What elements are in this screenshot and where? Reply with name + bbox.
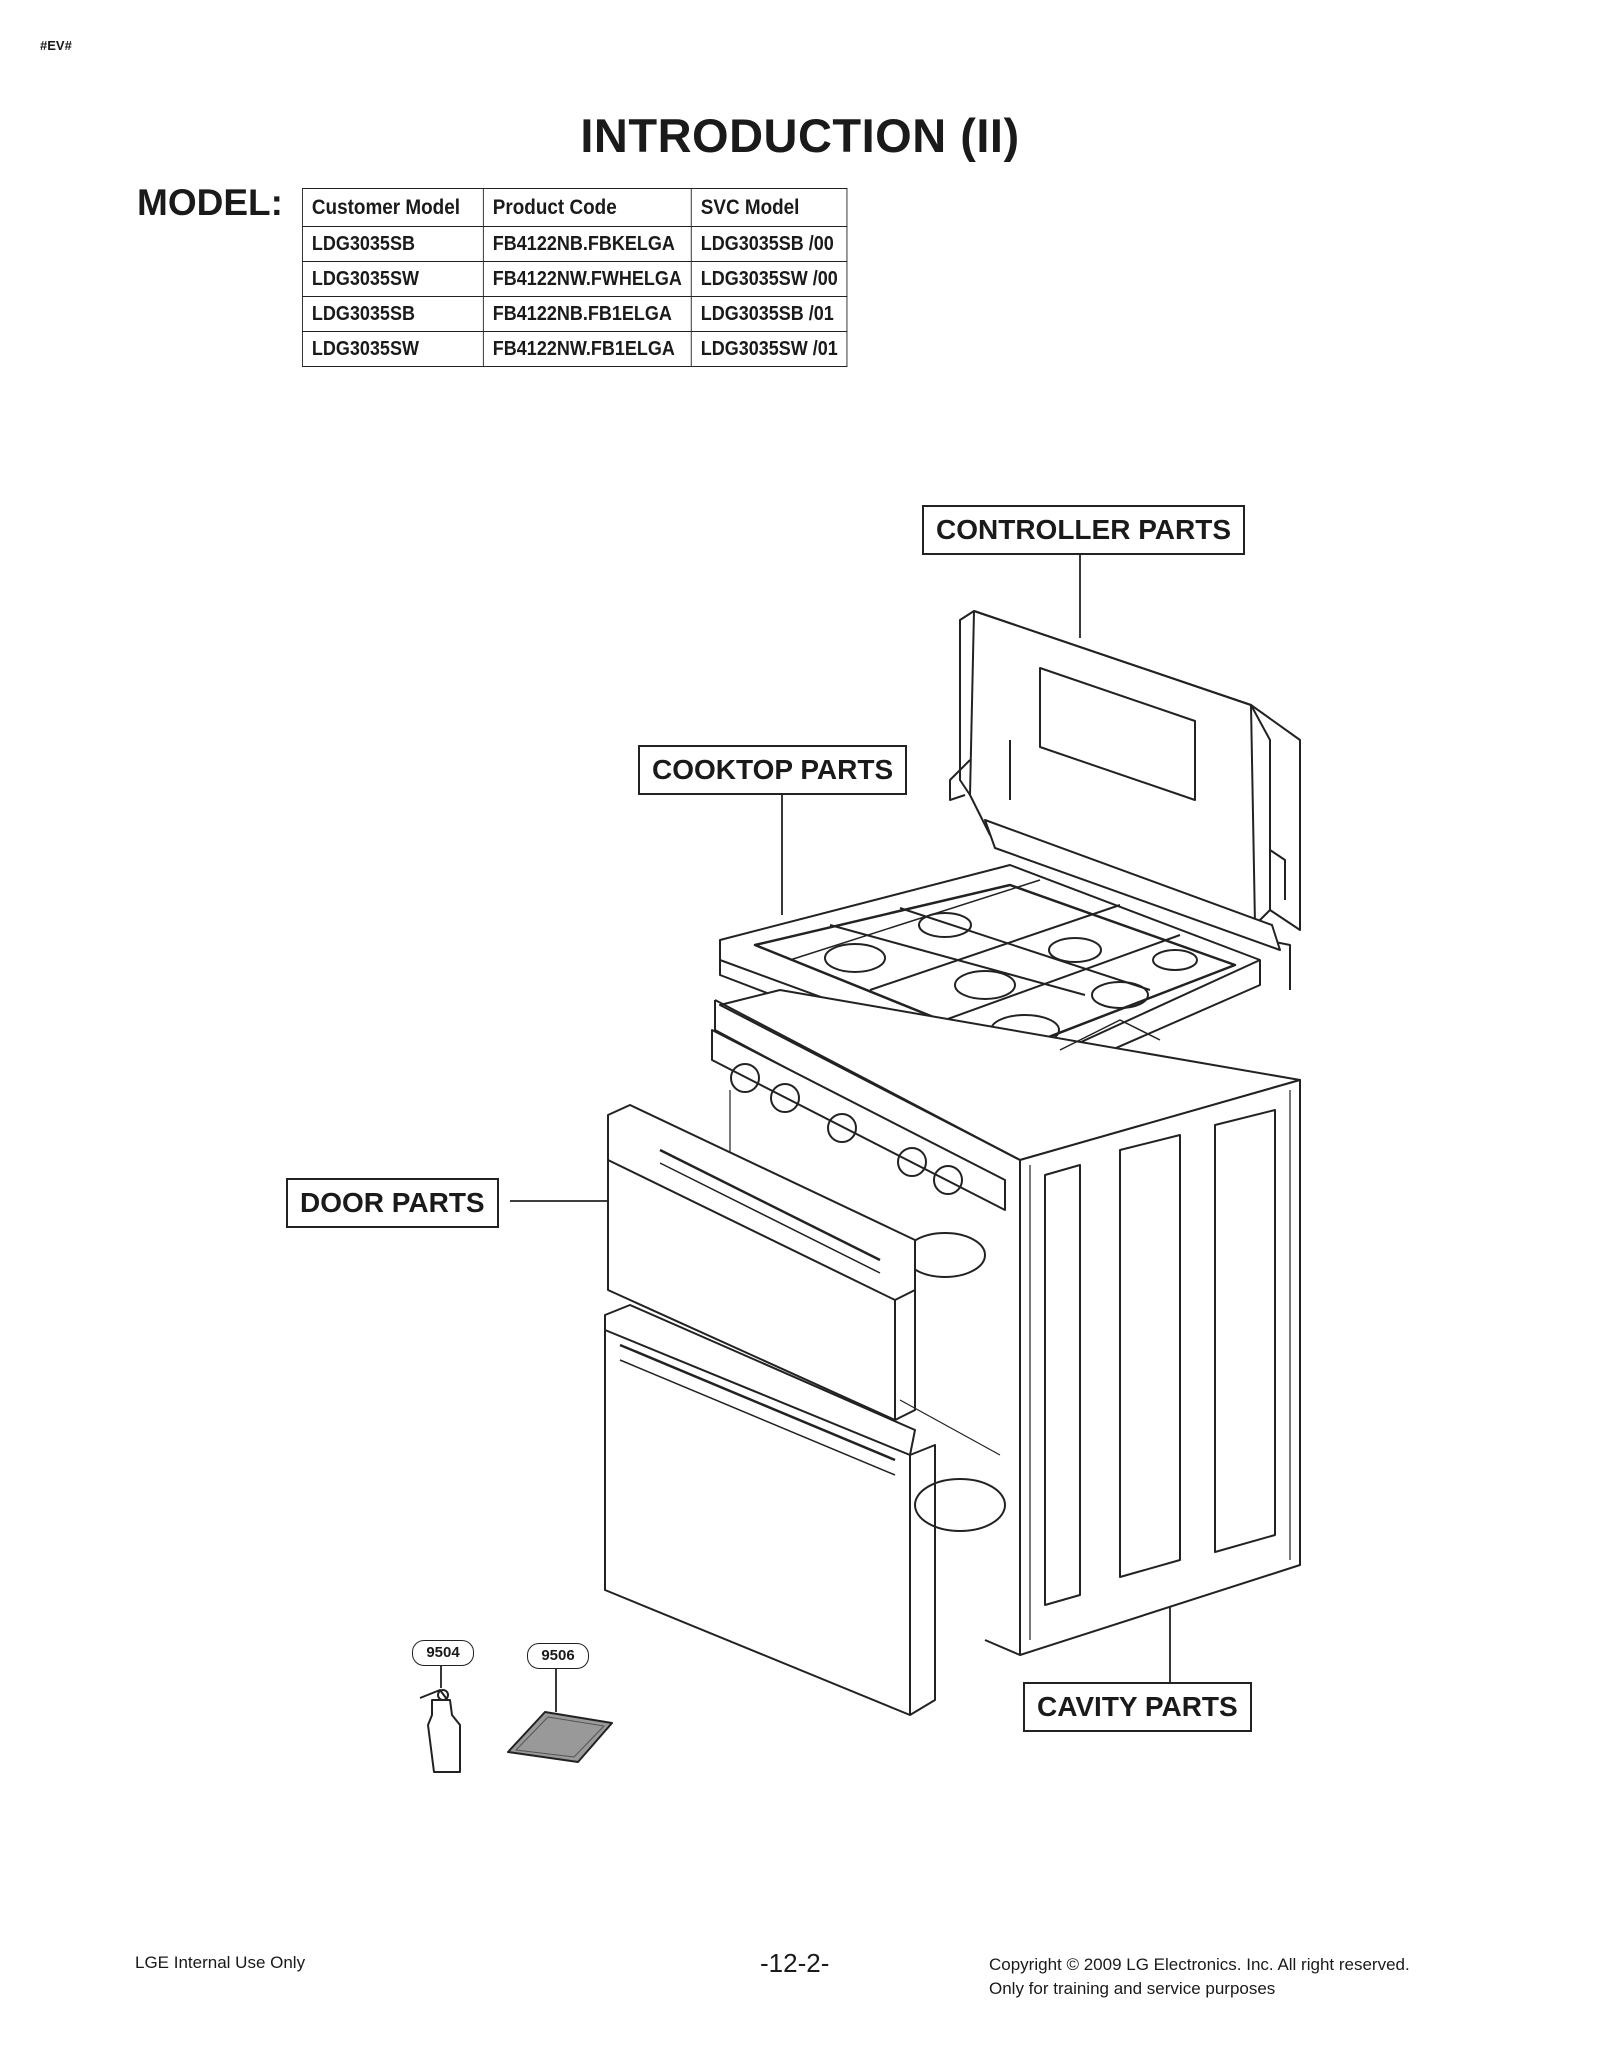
page-title: INTRODUCTION (II) [580,109,1020,162]
part-number-badge: 9504 [412,1640,474,1666]
cavity-parts-callout: CAVITY PARTS [1023,1682,1252,1732]
model-label: MODEL: [137,182,283,223]
svc-model-cell: LDG3035SW /01 [690,331,848,367]
door-parts-callout: DOOR PARTS [286,1178,499,1228]
product-code-cell: FB4122NB.FB1ELGA [482,296,692,332]
product-code-cell: FB4122NW.FB1ELGA [482,331,692,367]
range-body-drawing [711,989,1301,1656]
column-header-svc-model: SVC Model [690,188,848,227]
table-header-row: Customer Model Product Code SVC Model [302,188,848,227]
column-header-product-code: Product Code [482,188,692,227]
footer-copyright: Copyright © 2009 LG Electronics. Inc. Al… [989,1953,1410,2001]
column-header-customer-model: Customer Model [302,188,484,227]
page-number: -12-2- [760,1948,830,1978]
svc-model-cell: LDG3035SB /00 [690,226,848,262]
part-number-badge: 9506 [527,1643,589,1669]
customer-model-cell: LDG3035SW [302,331,484,367]
footer-internal-use: LGE Internal Use Only [135,1953,306,1972]
customer-model-cell: LDG3035SB [302,226,484,262]
svc-model-cell: LDG3035SW /00 [690,261,848,297]
table-row: LDG3035SB FB4122NB.FBKELGA LDG3035SB /00 [302,226,848,262]
copyright-line: Copyright © 2009 LG Electronics. Inc. Al… [989,1955,1410,1974]
customer-model-cell: LDG3035SB [302,296,484,332]
document-tag: #EV# [40,38,72,53]
door-drawing [604,1104,936,1716]
table-row: LDG3035SW FB4122NW.FB1ELGA LDG3035SW /01 [302,331,848,367]
customer-model-cell: LDG3035SW [302,261,484,297]
callout-leader-lines [440,551,1171,1712]
cleaning-pad-drawing [507,1711,613,1763]
model-table: Customer Model Product Code SVC Model LD… [302,188,848,367]
controller-parts-callout: CONTROLLER PARTS [922,505,1246,555]
training-notice-line: Only for training and service purposes [989,1979,1276,1998]
sprayer-bottle-drawing [419,1689,461,1773]
cooktop-parts-callout: COOKTOP PARTS [638,745,908,795]
